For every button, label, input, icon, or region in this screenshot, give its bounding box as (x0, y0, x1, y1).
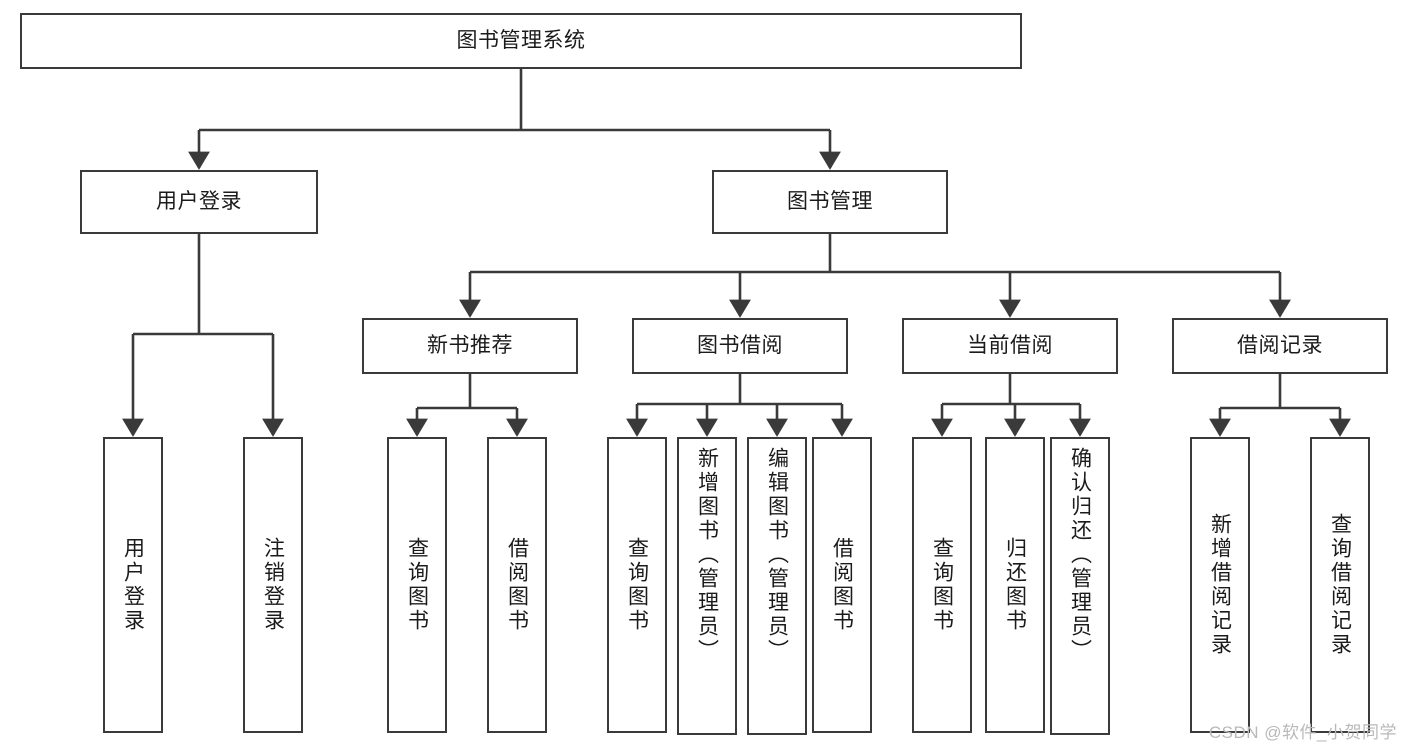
node-label: 图书管理系统 (456, 28, 586, 52)
node-leaf-return-book[interactable]: 归还图书 (985, 437, 1045, 733)
node-leaf-confirm-return[interactable]: 确认归还（管理员） (1050, 437, 1110, 735)
node-label: 借阅图书 (830, 537, 854, 633)
node-label: 查询借阅记录 (1328, 513, 1352, 657)
node-label: 借阅记录 (1237, 333, 1323, 357)
node-leaf-edit-book[interactable]: 编辑图书（管理员） (747, 437, 807, 735)
node-current-borrow[interactable]: 当前借阅 (902, 318, 1118, 374)
node-leaf-borrow-book-1[interactable]: 借阅图书 (487, 437, 547, 733)
node-label: 查询图书 (930, 537, 954, 633)
node-leaf-query-record[interactable]: 查询借阅记录 (1310, 437, 1370, 733)
node-book-manage[interactable]: 图书管理 (712, 170, 948, 234)
node-root[interactable]: 图书管理系统 (20, 13, 1022, 69)
node-label: 用户登录 (121, 537, 145, 633)
node-user-login[interactable]: 用户登录 (80, 170, 318, 234)
node-label: 图书借阅 (697, 333, 783, 357)
node-label: 查询图书 (625, 537, 649, 633)
csdn-watermark: CSDN @软件_小贺同学 (1208, 723, 1397, 742)
node-leaf-add-book[interactable]: 新增图书（管理员） (677, 437, 737, 735)
node-label: 新书推荐 (427, 333, 513, 357)
node-leaf-query-book-2[interactable]: 查询图书 (607, 437, 667, 733)
node-label: 确认归还（管理员） (1068, 447, 1092, 663)
node-label: 新增借阅记录 (1208, 513, 1232, 657)
node-label: 图书管理 (787, 189, 873, 213)
node-leaf-add-record[interactable]: 新增借阅记录 (1190, 437, 1250, 733)
node-new-book-rec[interactable]: 新书推荐 (362, 318, 578, 374)
node-label: 当前借阅 (967, 333, 1053, 357)
node-leaf-borrow-book-2[interactable]: 借阅图书 (812, 437, 872, 733)
node-book-borrow[interactable]: 图书借阅 (632, 318, 848, 374)
node-leaf-query-book-3[interactable]: 查询图书 (912, 437, 972, 733)
node-label: 新增图书（管理员） (695, 447, 719, 663)
node-leaf-logout[interactable]: 注销登录 (243, 437, 303, 733)
node-label: 编辑图书（管理员） (765, 447, 789, 663)
node-label: 注销登录 (261, 537, 285, 633)
node-borrow-record[interactable]: 借阅记录 (1172, 318, 1388, 374)
node-label: 归还图书 (1003, 537, 1027, 633)
node-leaf-query-book-1[interactable]: 查询图书 (387, 437, 447, 733)
node-label: 查询图书 (405, 537, 429, 633)
node-label: 借阅图书 (505, 537, 529, 633)
node-leaf-user-login[interactable]: 用户登录 (103, 437, 163, 733)
node-label: 用户登录 (156, 189, 242, 213)
